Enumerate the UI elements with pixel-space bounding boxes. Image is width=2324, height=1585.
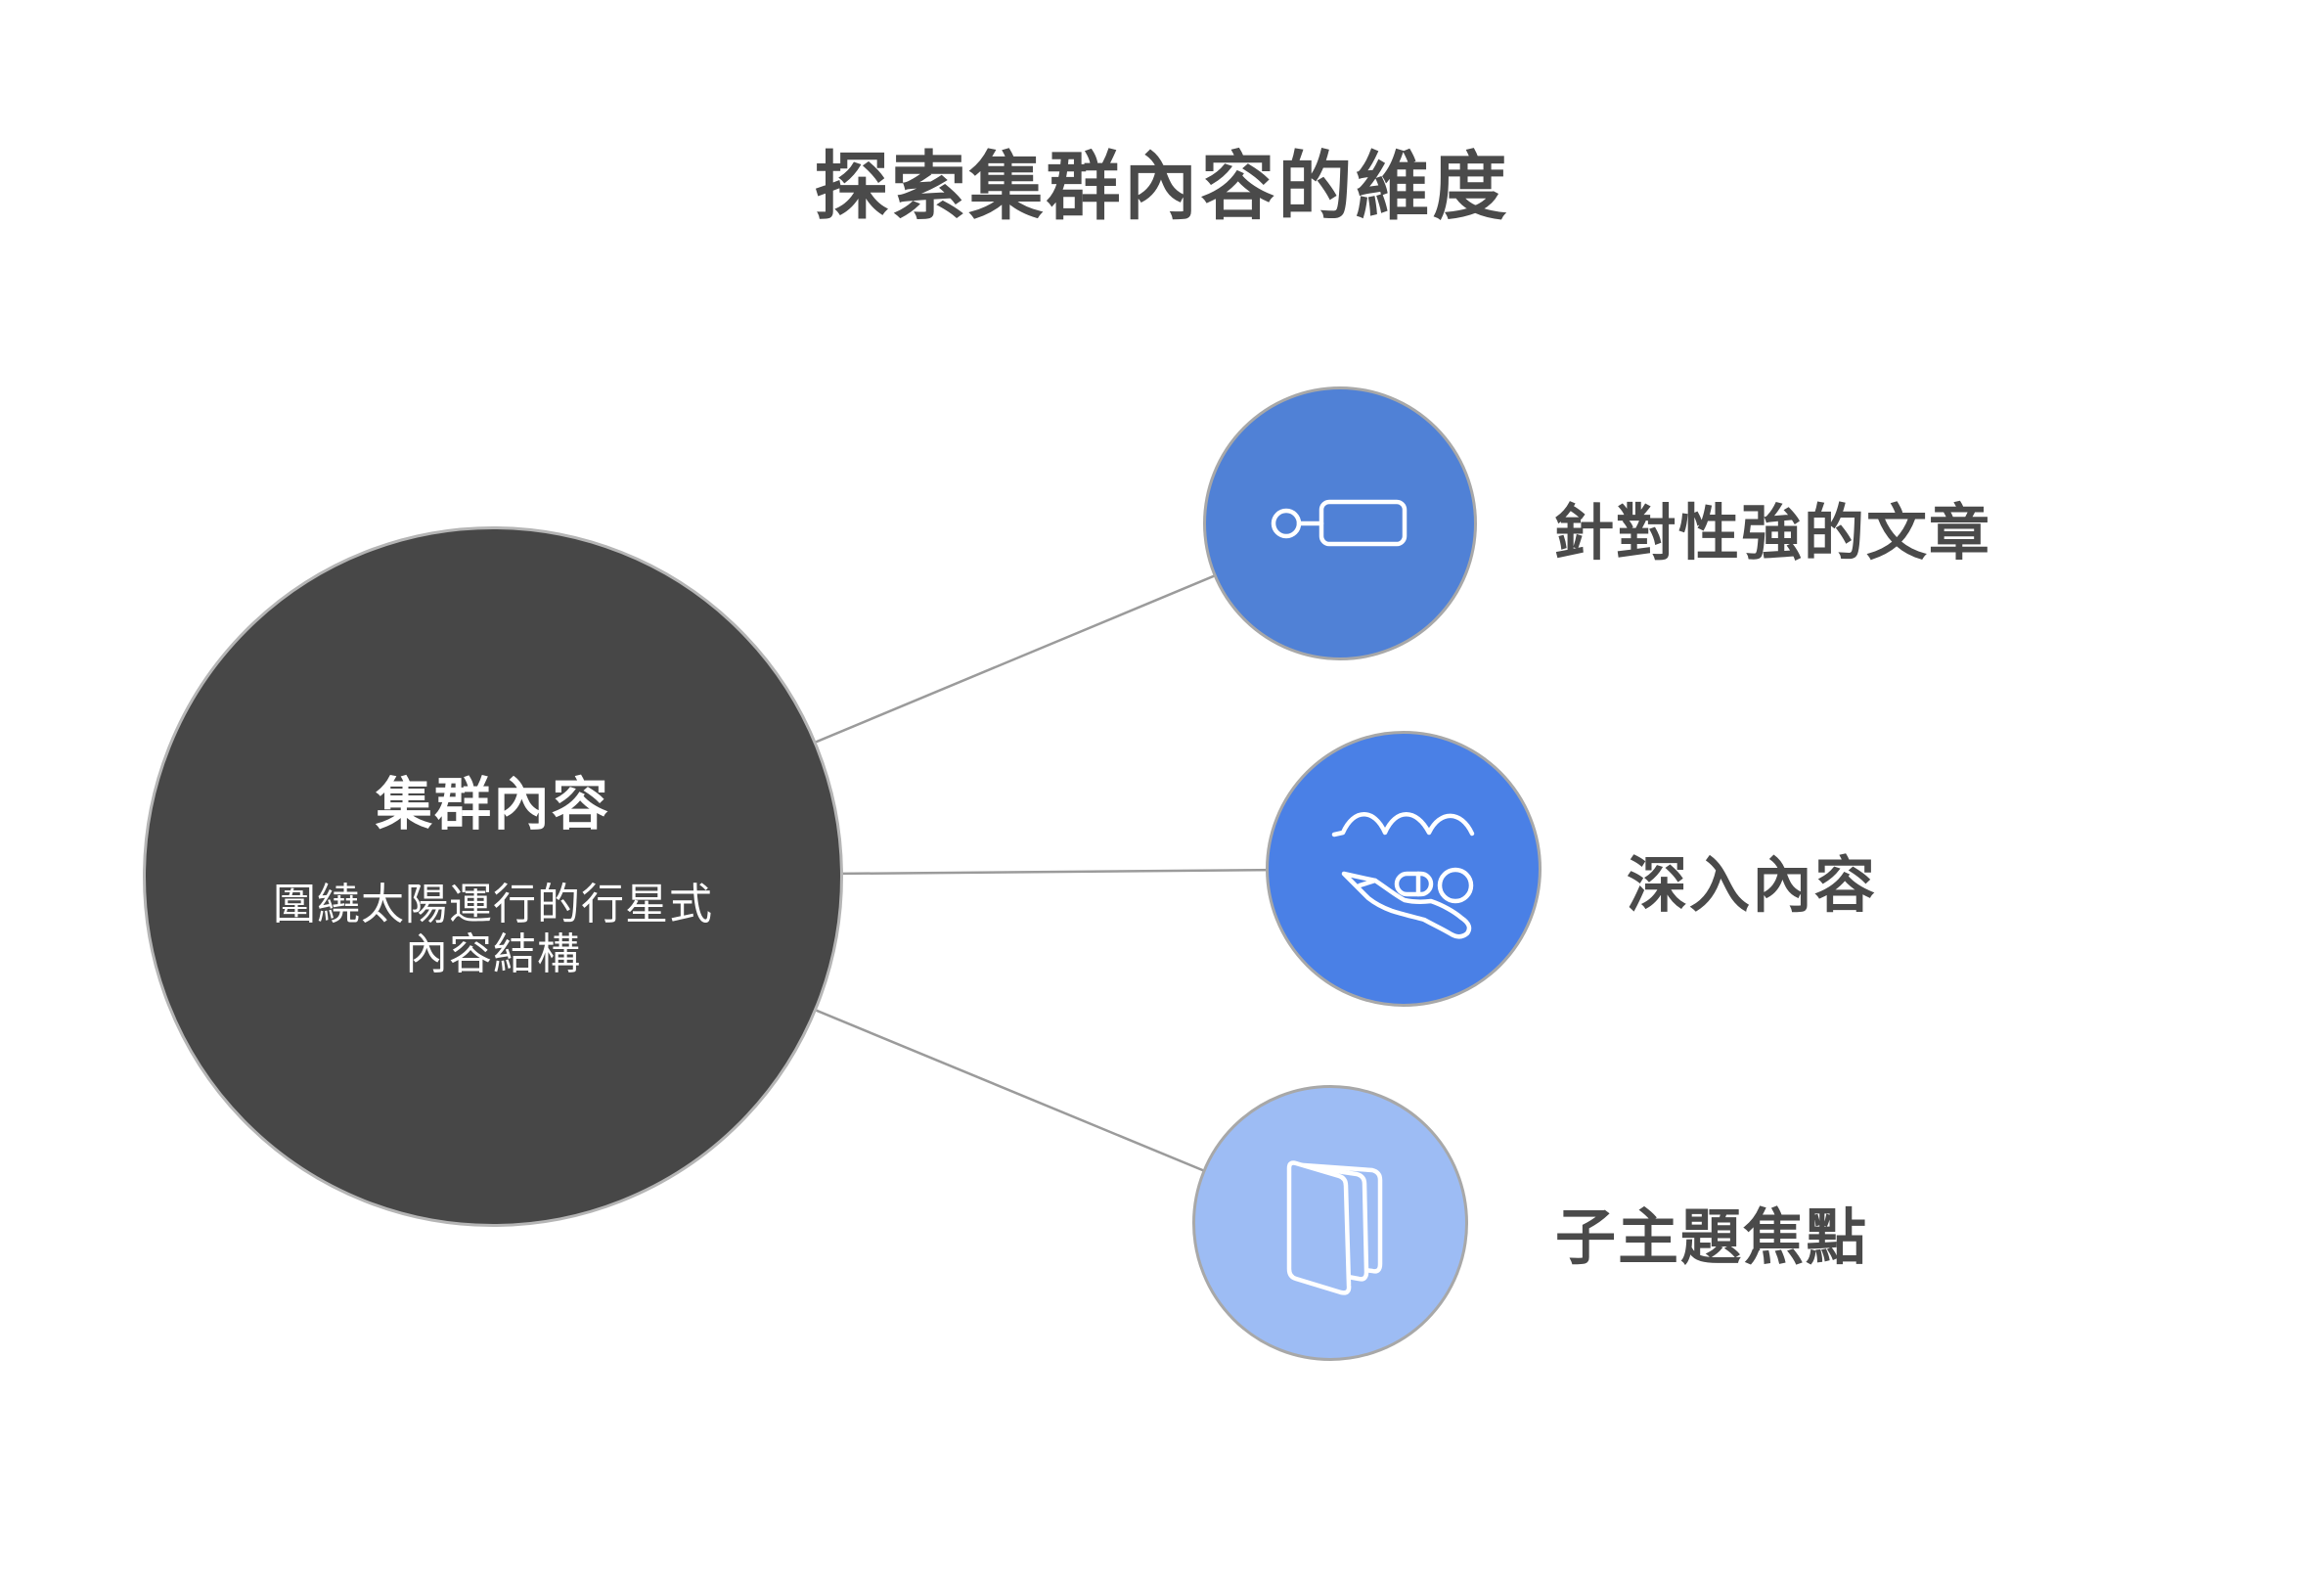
node-label-targeted-articles: 針對性強的文章	[1553, 500, 1992, 567]
hub-subtitle-line1: 圍繞太陽運行的行星式	[273, 880, 713, 928]
node-circle-targeted-articles	[1203, 386, 1477, 660]
page-title: 探索集群內容的維度	[814, 146, 1510, 229]
hub-subtitle: 圍繞太陽運行的行星式 內容結構	[273, 880, 713, 979]
hub-subtitle-line2: 內容結構	[405, 929, 581, 978]
node-label-subtopic-focus: 子主題焦點	[1555, 1204, 1869, 1272]
node-circle-deep-content	[1266, 731, 1542, 1007]
book-front-page	[1286, 1160, 1352, 1295]
hub-heading: 集群內容	[375, 773, 610, 838]
tag-icon	[1271, 499, 1408, 547]
diver-icon	[1331, 811, 1475, 938]
node-label-deep-content: 深入內容	[1627, 852, 1878, 920]
hub-circle: 集群內容 圍繞太陽運行的行星式 內容結構	[143, 526, 843, 1227]
book-icon	[1286, 1160, 1383, 1295]
node-circle-subtopic-focus	[1192, 1085, 1468, 1361]
